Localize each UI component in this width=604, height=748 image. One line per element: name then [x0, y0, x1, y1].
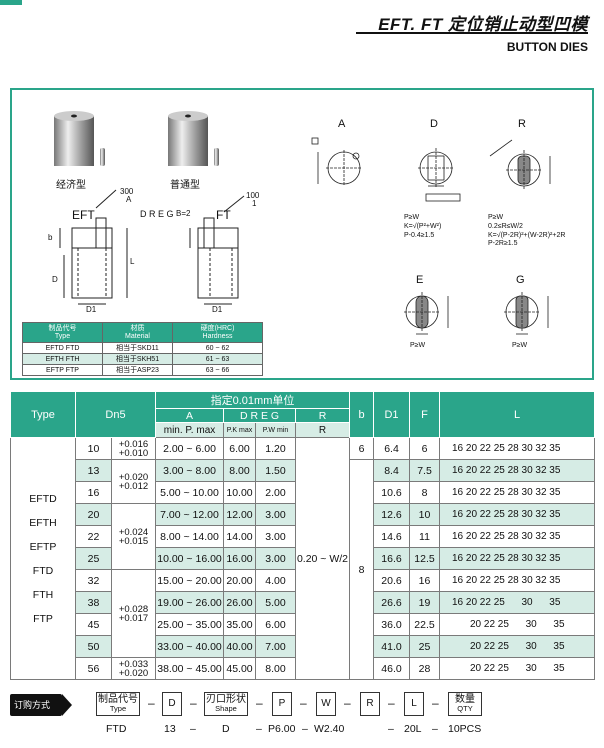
- notes-shape-g: P≥W: [512, 342, 528, 349]
- shape-g-label: G: [516, 274, 525, 286]
- order-dash: –: [148, 696, 155, 710]
- example-qty: 10PCS: [448, 723, 482, 735]
- tolerance: +0.024+0.015: [111, 503, 156, 570]
- example-p: P6.00: [268, 723, 296, 735]
- r-range: 0.20 ~ W/2: [295, 437, 350, 680]
- order-field-p: P: [272, 692, 292, 716]
- tolerance: +0.016+0.010: [111, 437, 156, 460]
- eft-angle: 300: [120, 187, 134, 196]
- header-dreg: D R E G: [223, 408, 296, 423]
- page-title: EFT. FT 定位销止动型凹模: [378, 15, 588, 34]
- header-l: L: [439, 391, 595, 438]
- example-type: FTD: [106, 723, 127, 735]
- order-dash: –: [256, 723, 262, 735]
- order-dash: –: [432, 696, 439, 710]
- order-field-d: D: [162, 692, 182, 716]
- header-d1: D1: [373, 391, 410, 438]
- product-illustration: [54, 111, 551, 335]
- header-pw-min: P.W min: [255, 422, 296, 438]
- dreg-label: D R E G: [140, 209, 174, 219]
- example-w: W2.40: [314, 723, 345, 735]
- eft-b-label: b: [48, 233, 53, 242]
- order-field-w: W: [316, 692, 336, 716]
- eft-d1-label: D1: [86, 305, 97, 314]
- order-dash: –: [190, 723, 196, 735]
- shape-d-label: D: [430, 118, 438, 130]
- tolerance: +0.028+0.017: [111, 569, 156, 658]
- order-field-r: R: [360, 692, 380, 716]
- order-dash: –: [388, 696, 395, 710]
- header-pk-max: P.K max: [223, 422, 256, 438]
- example-d: 13: [164, 723, 176, 735]
- order-dash: –: [256, 696, 263, 710]
- header-r2: R: [295, 422, 350, 438]
- shape-e-label: E: [416, 274, 424, 286]
- notes-shape-e: P≥W: [410, 342, 426, 349]
- header-b: b: [349, 391, 374, 438]
- b-value: 6: [349, 437, 374, 460]
- shape-a-label: A: [338, 118, 346, 130]
- example-l: 20L: [404, 723, 422, 735]
- eft-d-label: D: [52, 275, 58, 284]
- tolerance: +0.020+0.012: [111, 459, 156, 504]
- b-value: 8: [349, 459, 374, 680]
- eft-l-label: L: [130, 257, 135, 266]
- ft-label: FT: [216, 208, 231, 222]
- ft-d1-label: D1: [212, 305, 223, 314]
- ft-angle: 100: [246, 191, 260, 200]
- order-dash: –: [190, 696, 197, 710]
- header-r: R: [295, 408, 350, 423]
- ft-b2-label: B=2: [176, 209, 191, 218]
- shape-r-label: R: [518, 118, 526, 130]
- order-dash: –: [388, 723, 394, 735]
- title-rule: [356, 32, 588, 34]
- order-field-l: L: [404, 692, 424, 716]
- header-a: A: [155, 408, 224, 423]
- order-dash: –: [300, 696, 307, 710]
- ft-angle-sub: 1: [252, 199, 257, 208]
- example-shape: D: [222, 723, 230, 735]
- header-dn5: Dn5: [75, 391, 156, 438]
- page-subtitle: BUTTON DIES: [506, 40, 588, 54]
- order-dash: –: [432, 723, 438, 735]
- header-unit: 指定0.01mm单位: [155, 391, 350, 409]
- order-dash: –: [344, 696, 351, 710]
- eft-angle-sub: A: [126, 195, 132, 204]
- tolerance: +0.033+0.020: [111, 657, 156, 680]
- spec-table: Type Dn5 指定0.01mm单位 b D1 F L A D R E G R…: [10, 391, 595, 680]
- diagram-panel: 经济型 普通型 EFT 300 A D R E G b L D D1 FT 10…: [10, 88, 594, 380]
- product-label-economy: 经济型: [56, 180, 86, 191]
- header-f: F: [409, 391, 440, 438]
- eft-label: EFT: [72, 208, 95, 222]
- header-type: Type: [10, 391, 76, 438]
- corner-accent: [0, 0, 22, 5]
- order-dash: –: [302, 723, 308, 735]
- product-label-standard: 普通型: [170, 180, 200, 191]
- order-method-badge: 订购方式: [10, 694, 72, 716]
- header-min-p-max: min. P. max: [155, 422, 224, 438]
